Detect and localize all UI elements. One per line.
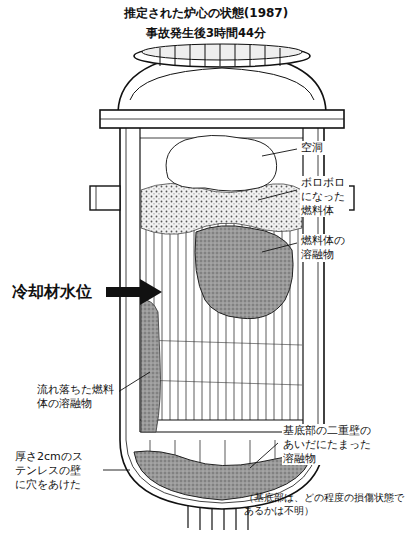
instrument-tubes bbox=[188, 505, 248, 530]
part-label: 厚さ2cmのス テンレスの壁 に穴をあけた bbox=[14, 450, 86, 491]
level-arrow bbox=[106, 279, 162, 305]
part-label: ボロボロ になった 燃料体 bbox=[300, 176, 349, 217]
subtitle: 事故発生後3時間44分 bbox=[0, 26, 416, 40]
diagram-title: 推定された炉心の状態(1987) bbox=[0, 6, 416, 21]
part-label: 流れ落ちた燃料 体の溶融物 bbox=[36, 383, 119, 411]
vessel-flange bbox=[100, 110, 344, 128]
molten-fuel bbox=[195, 226, 293, 319]
note: （基底部は、どの程度の損傷状態で あるかは不明） bbox=[244, 492, 408, 517]
part-label: 基底部の二重壁の あいだにたまった 溶融物 bbox=[282, 424, 376, 465]
flowed-melt bbox=[141, 300, 161, 432]
core-barrel bbox=[140, 128, 303, 432]
part-label: 燃料体の 溶融物 bbox=[300, 234, 350, 262]
level-label: 冷却材水位 bbox=[12, 282, 92, 302]
leader-lines bbox=[103, 149, 297, 470]
part-label: 空洞 bbox=[300, 141, 335, 155]
closure-head bbox=[118, 44, 326, 112]
void-cavity bbox=[166, 135, 277, 191]
